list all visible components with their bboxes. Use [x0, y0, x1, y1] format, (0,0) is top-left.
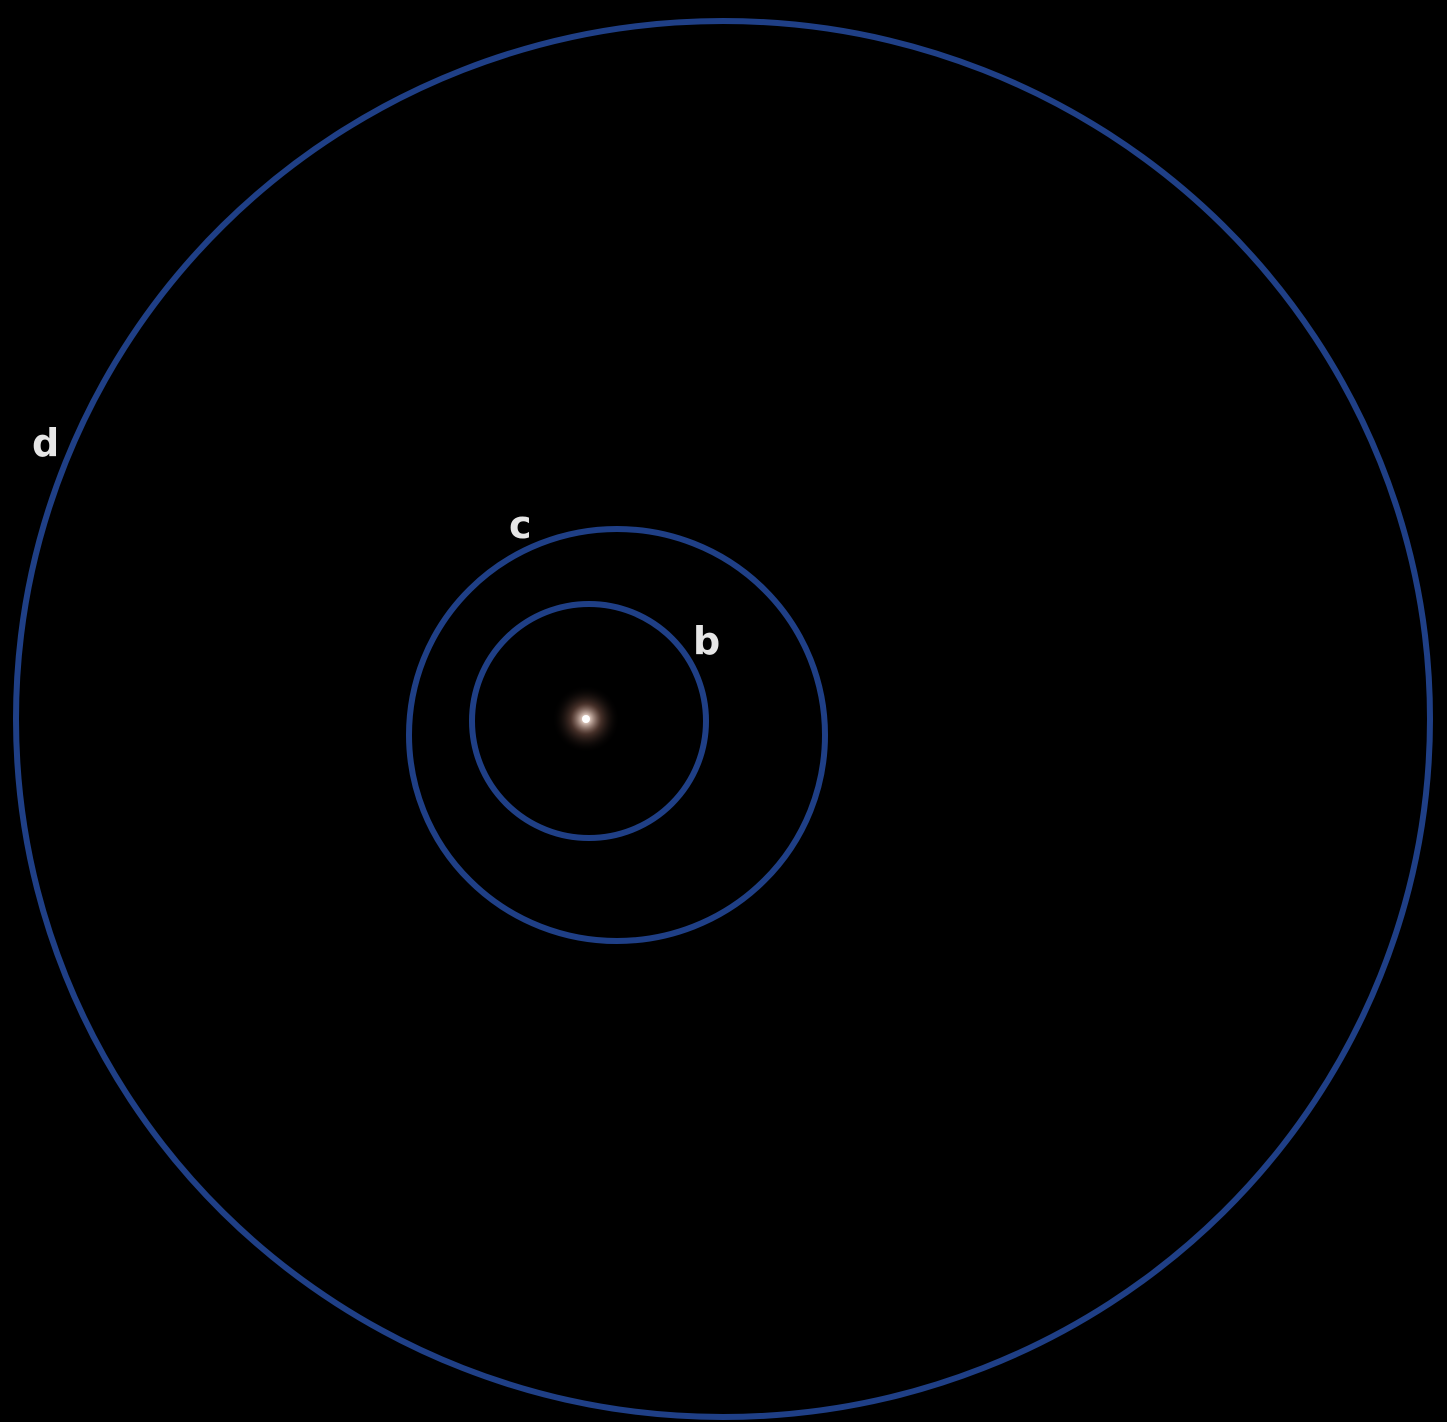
- planet-label-b: b: [693, 619, 720, 663]
- planet-label-d: d: [32, 421, 59, 465]
- star: [552, 685, 620, 753]
- orbit-b: [469, 601, 709, 841]
- orbit-c: [406, 526, 828, 944]
- planet-label-c: c: [509, 503, 532, 547]
- star-core: [582, 715, 590, 723]
- orbit-d: [13, 18, 1433, 1420]
